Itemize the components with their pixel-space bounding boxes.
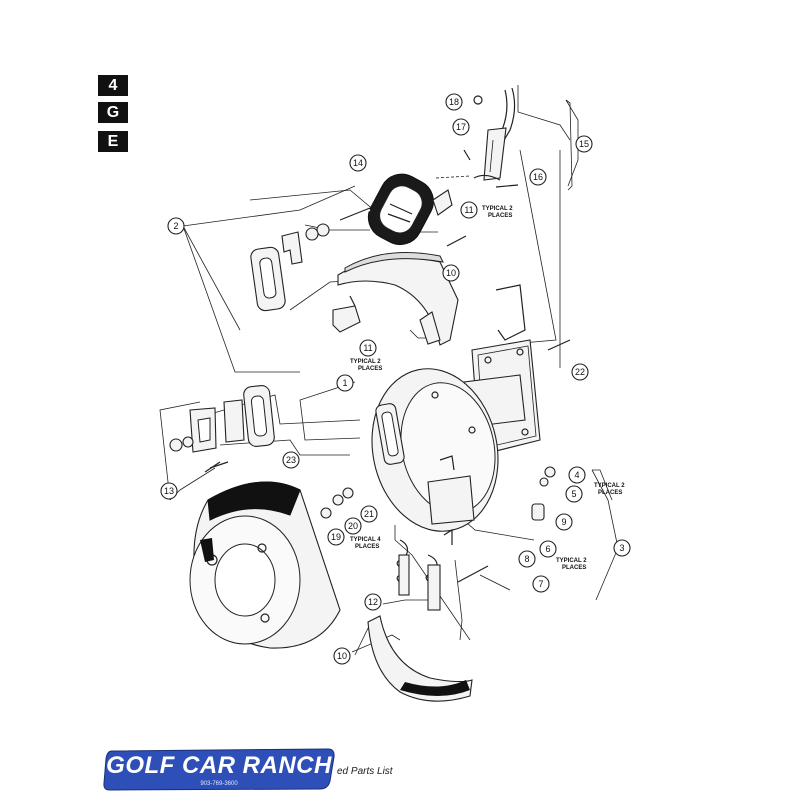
callout-7: 7 [532,575,550,593]
callout-23-label: 23 [286,455,296,465]
callout-16: 16 [529,168,547,186]
section-tab-char-2: G [98,102,128,123]
callout-8: 8 [518,550,536,568]
callout-16-label: 16 [533,172,543,182]
callout-3-label: 3 [619,543,624,553]
callout-14-label: 14 [353,158,363,168]
part-19-21-hardware [320,487,354,519]
section-tab-char-1: 4 [98,75,128,96]
logo-phone: 903-769-3600 [200,781,238,787]
note-line-2: PLACES [355,544,379,550]
note-typical-2-places-lower: TYPICAL 2 PLACES [556,558,587,571]
callout-17-label: 17 [456,122,466,132]
callout-15: 15 [575,135,593,153]
note-typical-4-places: TYPICAL 4 PLACES [350,537,381,550]
note-line-1: TYPICAL 2 [594,483,625,489]
callout-9-label: 9 [561,517,566,527]
callout-11-upper: 11 [460,201,478,219]
footer-caption: ed Parts List [337,766,393,777]
part-23-brake-drum [189,481,341,649]
note-line-1: TYPICAL 4 [350,537,381,543]
callout-19: 19 [327,528,345,546]
callout-18-label: 18 [449,97,459,107]
note-line-2: PLACES [598,490,622,496]
callout-13-label: 13 [164,486,174,496]
logo-name: GOLF CAR RANCH [106,752,332,779]
callout-3: 3 [613,539,631,557]
callout-11-lower: 11 [359,339,377,357]
callout-2: 2 [167,217,185,235]
callout-8-label: 8 [524,554,529,564]
callout-15-label: 15 [579,139,589,149]
callout-10-upper-label: 10 [446,268,456,278]
callout-22-label: 22 [575,367,585,377]
callout-9: 9 [555,513,573,531]
callout-22: 22 [571,363,589,381]
note-line-2: PLACES [562,565,586,571]
callout-23: 23 [282,451,300,469]
callout-2-label: 2 [173,221,178,231]
part-bolt-washers [305,207,371,241]
callout-17: 17 [452,118,470,136]
callout-21: 21 [360,505,378,523]
callout-19-label: 19 [331,532,341,542]
part-1-backing-plate [371,368,499,532]
golf-car-ranch-logo [103,748,335,791]
note-line-1: TYPICAL 2 [482,206,513,212]
part-15-cable-assembly [432,87,519,216]
note-typical-2-places-middle: TYPICAL 2 PLACES [350,359,382,372]
part-13-pin [204,461,221,473]
callout-12: 12 [364,593,382,611]
part-2-adjuster-lower [169,385,275,469]
callout-1-label: 1 [342,378,347,388]
part-2-adjuster-upper [250,231,303,312]
callout-20-label: 20 [348,521,358,531]
callout-5-label: 5 [571,489,576,499]
note-line-1: TYPICAL 2 [556,558,587,564]
callout-4: 4 [568,466,586,484]
callout-12-label: 12 [368,597,378,607]
note-line-1: TYPICAL 2 [350,359,381,365]
part-4-5-9-hardware [531,466,556,521]
part-10-brake-shoe-lower [367,615,473,702]
callout-11-lower-label: 11 [363,343,372,353]
note-line-2: PLACES [358,366,382,372]
callout-14: 14 [349,154,367,172]
section-tab-char-3: E [98,131,128,152]
part-10-brake-shoe-upper [337,251,459,346]
note-typical-2-places-right: TYPICAL 2 PLACES [594,483,625,496]
callout-21-label: 21 [364,509,374,519]
callout-20: 20 [344,517,362,535]
note-typical-2-places-upper: TYPICAL 2 PLACES [482,206,513,219]
callout-13: 13 [160,482,178,500]
callout-4-label: 4 [574,470,579,480]
note-line-2: PLACES [488,213,512,219]
callout-18: 18 [445,93,463,111]
callout-10-upper: 10 [442,264,460,282]
callout-6: 6 [539,540,557,558]
callout-5: 5 [565,485,583,503]
part-12-springs [396,528,453,611]
callout-11-upper-label: 11 [464,205,473,215]
part-11-pin-top [446,235,467,247]
callout-10-lower: 10 [333,647,351,665]
callout-7-label: 7 [538,579,543,589]
part-7-stud [457,565,489,583]
part-14-gasket [367,173,434,246]
callout-1: 1 [336,374,354,392]
callout-6-label: 6 [545,544,550,554]
part-11-clip-left [332,295,361,333]
callout-10-lower-label: 10 [337,651,347,661]
